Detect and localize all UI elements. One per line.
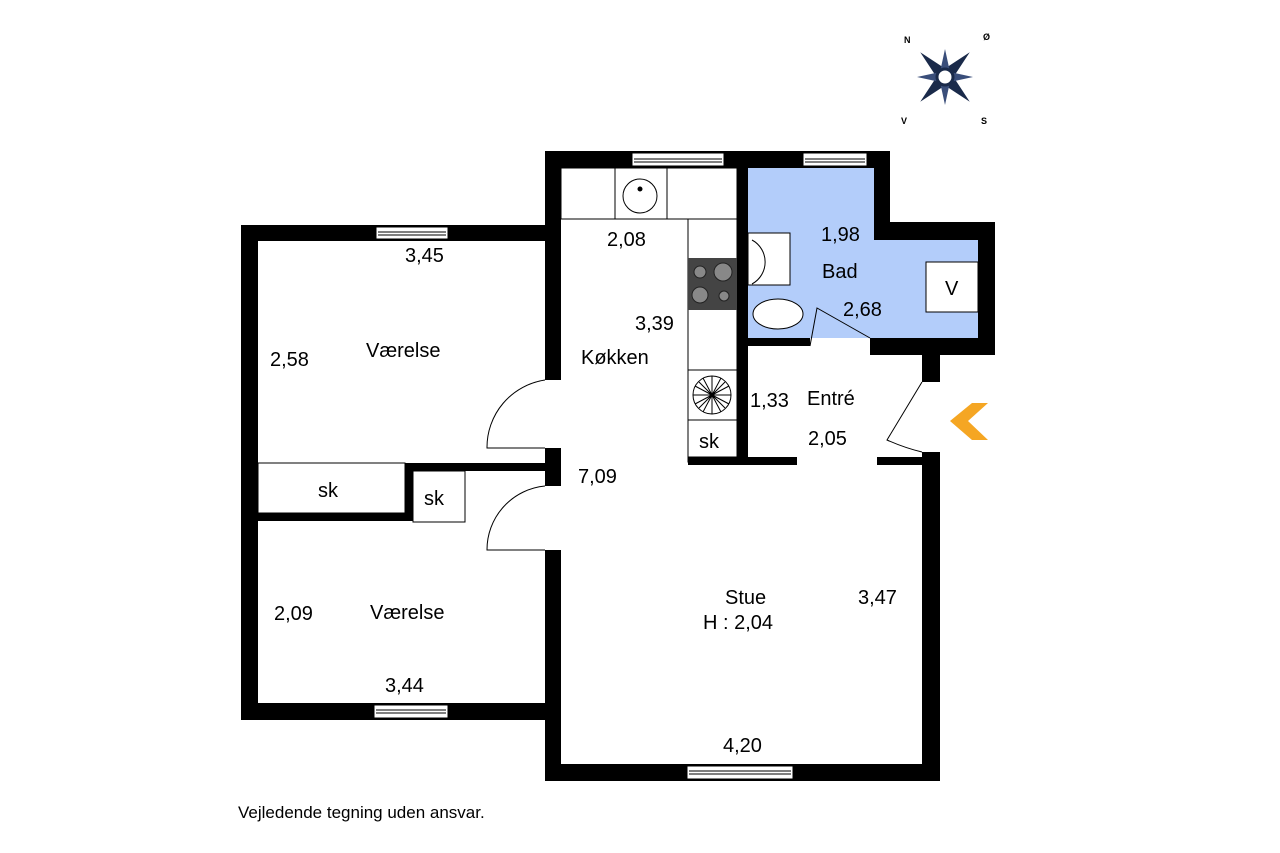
fixtures [257,167,979,551]
compass-s: S [981,116,987,126]
kitchen-depth: 3,39 [635,313,674,335]
living-height: H : 2,04 [703,612,773,634]
closet-kitchen: sk [699,431,720,453]
fan-icon [692,375,732,415]
entry-name: Entré [807,388,855,410]
closet-b: sk [424,488,445,510]
window-kitchen [631,152,725,167]
closet-a: sk [318,480,339,502]
bedroom-top-name: Værelse [366,340,440,362]
bath-floor [748,168,978,338]
bath-width: 1,98 [821,224,860,246]
kitchen-name: Køkken [581,347,649,369]
bedroom-bottom-width: 3,44 [385,675,424,697]
compass-n: N [904,35,911,45]
bedroom-top-width: 3,45 [405,245,444,267]
sink-icon [622,178,658,214]
living-depth: 3,47 [858,587,897,609]
door-bath [809,307,871,347]
compass-e: Ø [983,32,990,42]
compass-icon: N Ø V S [901,32,990,126]
windows [373,152,868,780]
bath-appliance: V [945,278,959,300]
entry-depth: 2,05 [808,428,847,450]
door-bedroom-bottom [486,485,546,551]
living-width: 4,20 [723,735,762,757]
window-bath [802,152,868,167]
living-length: 7,09 [578,466,617,488]
window-bedroom-top [375,226,449,240]
bath-depth: 2,68 [843,299,882,321]
entrance-arrow-icon [950,403,988,440]
labels: 3,45 2,58 Værelse sk sk 2,09 Værelse 3,4… [270,224,959,757]
disclaimer: Vejledende tegning uden ansvar. [238,803,485,822]
bedroom-bottom-depth: 2,09 [274,603,313,625]
door-entry [886,381,923,453]
window-living [686,765,794,780]
kitchen-width: 2,08 [607,229,646,251]
bath-name: Bad [822,261,858,283]
door-bedroom-top [486,379,546,449]
living-name: Stue [725,587,766,609]
stove-burners [691,262,733,304]
window-bedroom-bottom [373,704,449,719]
toilet-icon [752,298,804,330]
compass-w: V [901,116,907,126]
bedroom-bottom-name: Værelse [370,602,444,624]
entry-width: 1,33 [750,390,789,412]
bedroom-top-depth: 2,58 [270,349,309,371]
